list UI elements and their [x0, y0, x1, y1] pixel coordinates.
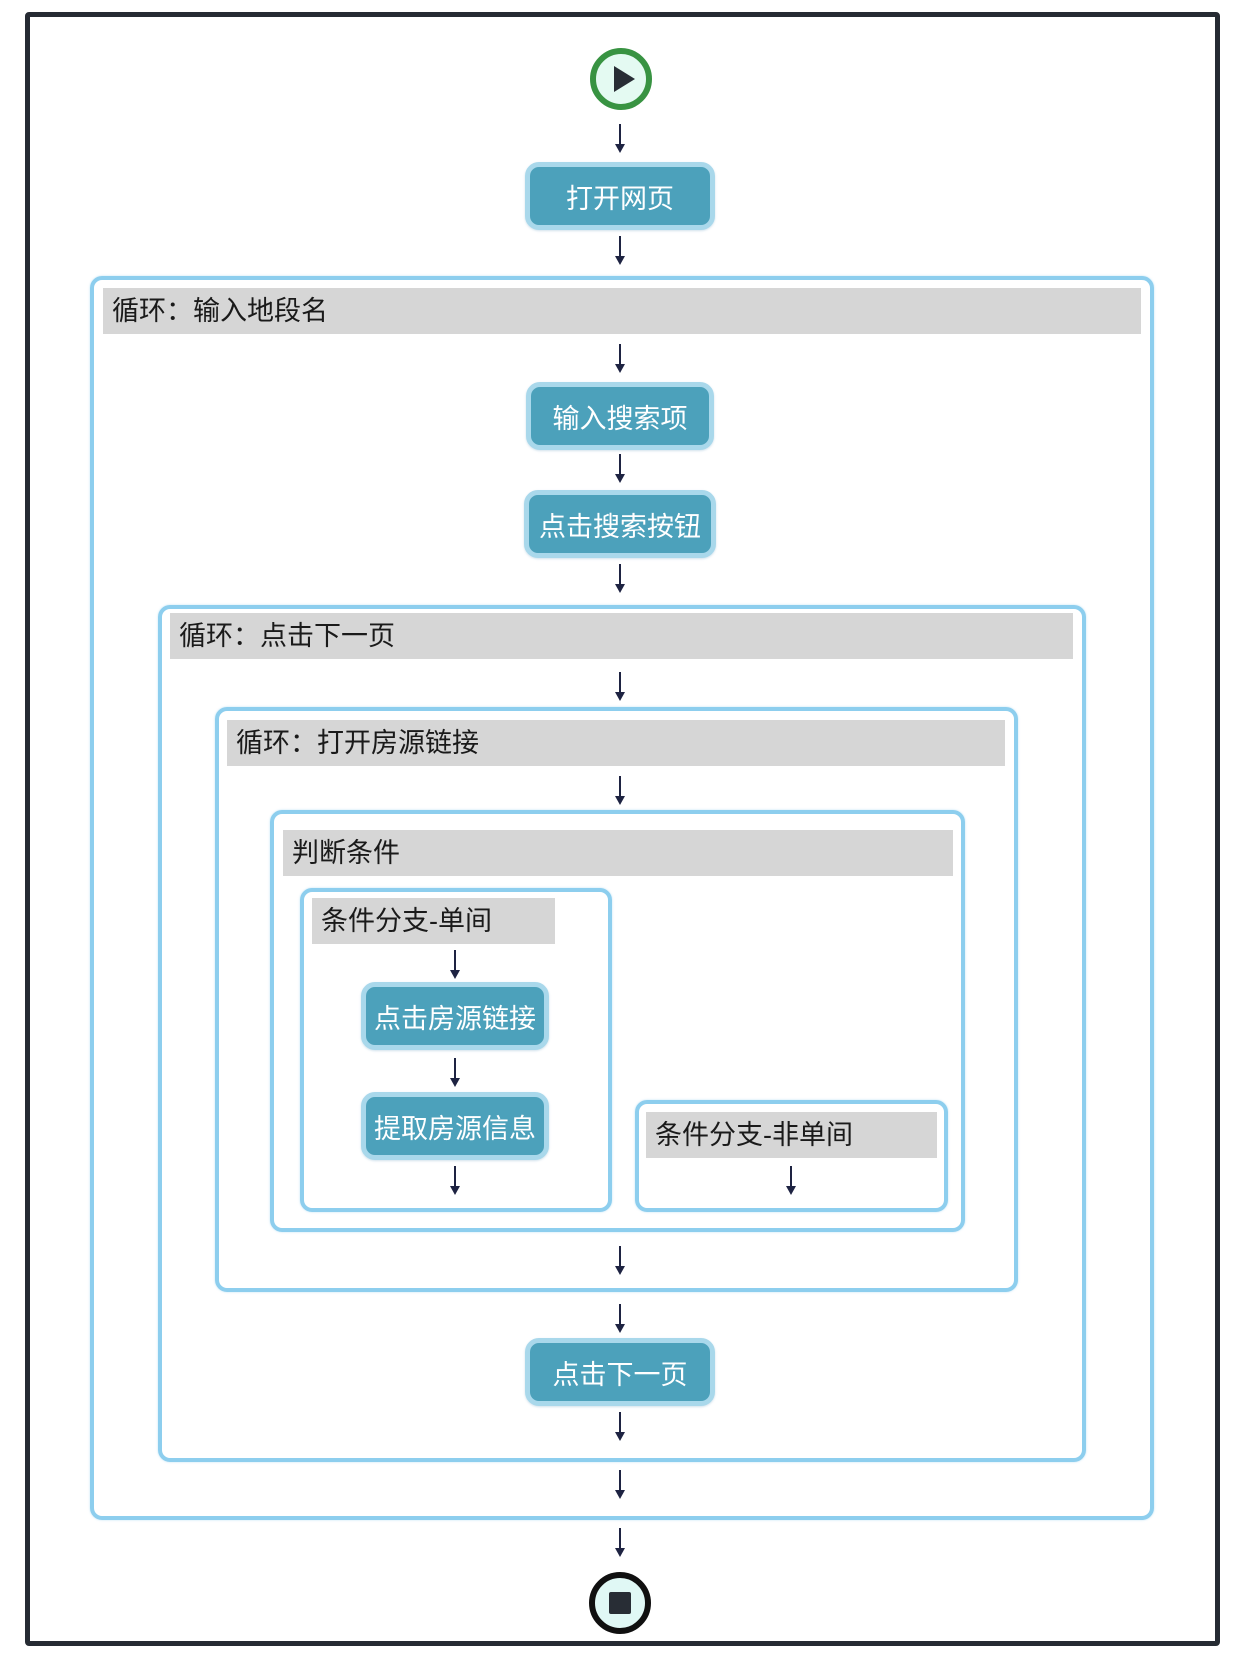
step-click-listing[interactable]: 点击房源链接 — [361, 982, 549, 1050]
arrow-down-icon — [613, 1470, 627, 1500]
end-node[interactable] — [589, 1572, 651, 1634]
arrow-down-icon — [448, 1166, 462, 1196]
arrow-down-icon — [613, 124, 627, 154]
step-input-search[interactable]: 输入搜索项 — [526, 382, 714, 450]
loop-container-input-area — [90, 276, 1154, 1520]
step-click-search[interactable]: 点击搜索按钮 — [524, 490, 716, 558]
arrow-down-icon — [613, 1246, 627, 1276]
arrow-down-icon — [613, 1412, 627, 1442]
loop-container-open-listing — [215, 707, 1018, 1292]
arrow-down-icon — [613, 776, 627, 806]
arrow-down-icon — [613, 1528, 627, 1558]
arrow-down-icon — [448, 950, 462, 980]
play-icon — [613, 66, 635, 92]
start-node[interactable] — [590, 48, 652, 110]
arrow-down-icon — [448, 1058, 462, 1088]
arrow-down-icon — [613, 1304, 627, 1334]
branch-header-not-single-room[interactable]: 条件分支-非单间 — [646, 1112, 937, 1158]
branch-container-not-single-room — [635, 1100, 948, 1212]
condition-container — [270, 810, 965, 1232]
branch-header-single-room[interactable]: 条件分支-单间 — [312, 898, 555, 944]
step-open-page[interactable]: 打开网页 — [525, 162, 715, 230]
loop-header-open-listing[interactable]: 循环：打开房源链接 — [227, 720, 1005, 766]
arrow-down-icon — [613, 564, 627, 594]
step-click-next-page[interactable]: 点击下一页 — [525, 1338, 715, 1406]
branch-container-single-room — [300, 888, 612, 1212]
loop-header-input-area[interactable]: 循环：输入地段名 — [103, 288, 1141, 334]
arrow-down-icon — [613, 344, 627, 374]
stop-icon — [609, 1592, 631, 1614]
arrow-down-icon — [613, 236, 627, 266]
loop-container-next-page — [158, 605, 1086, 1462]
loop-header-next-page[interactable]: 循环：点击下一页 — [170, 613, 1073, 659]
condition-header[interactable]: 判断条件 — [283, 830, 953, 876]
arrow-down-icon — [613, 454, 627, 484]
arrow-down-icon — [784, 1166, 798, 1196]
arrow-down-icon — [613, 672, 627, 702]
step-extract-info[interactable]: 提取房源信息 — [361, 1092, 549, 1160]
